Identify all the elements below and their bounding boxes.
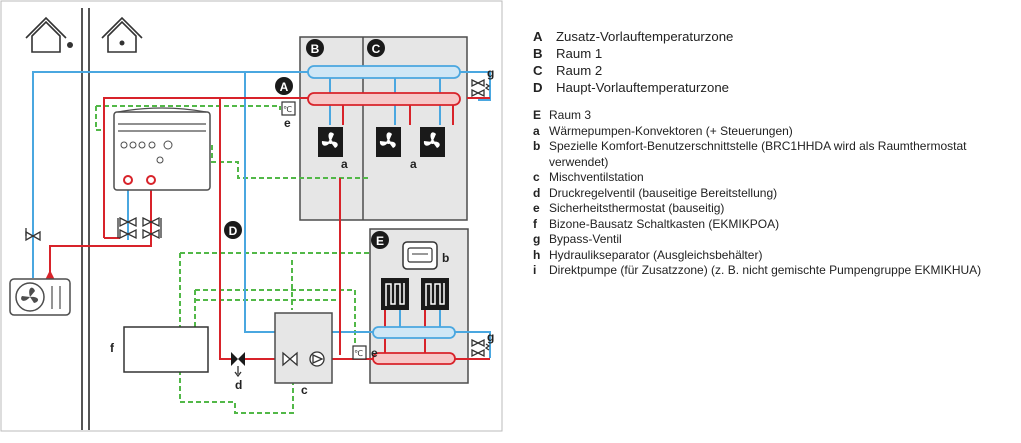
pump-icon [309, 351, 325, 367]
label-b: b [442, 251, 449, 265]
mixing-valve-icon [282, 351, 298, 367]
mixing-station-box [274, 312, 333, 384]
underfloor-loop-icon [381, 278, 409, 310]
house-icon [101, 16, 143, 53]
fan-convector-icon [318, 127, 343, 157]
zone-marker-c: C [367, 39, 385, 57]
zone-marker-a: A [275, 77, 293, 95]
return-manifold-bottom [372, 326, 456, 339]
svg-text:A: A [280, 80, 289, 94]
label-e1: e [284, 116, 291, 130]
heat-pump-icon [9, 278, 71, 316]
building-walls [81, 8, 90, 430]
fan-convector-icon [376, 127, 401, 157]
label-e2: e [371, 346, 378, 360]
valve-icon [142, 216, 162, 240]
underfloor-loop-icon [421, 278, 449, 310]
thermostat-icon: ℃ [281, 101, 296, 116]
return-manifold-top [307, 65, 461, 79]
fan-convector-icon [420, 127, 445, 157]
label-c: c [301, 383, 308, 397]
svg-text:E: E [376, 234, 384, 248]
label-g2: g [487, 330, 494, 344]
svg-text:C: C [372, 42, 381, 56]
svg-text:B: B [311, 42, 320, 56]
svg-text:D: D [229, 224, 238, 238]
label-f: f [110, 341, 115, 355]
thermostat-icon: ℃ [352, 345, 367, 360]
diagram-frame [0, 0, 503, 432]
bypass-valve-icon [471, 338, 491, 358]
svg-text:℃: ℃ [283, 105, 292, 114]
supply-pipes [42, 97, 490, 360]
zone-marker-e: E [371, 231, 389, 249]
pressure-valve-icon [231, 352, 245, 378]
label-d: d [235, 378, 242, 392]
hydraulic-diagram: a a [0, 0, 503, 432]
supply-manifold-top [307, 92, 461, 106]
comfort-interface-icon [402, 241, 438, 270]
supply-manifold-bottom [372, 352, 456, 365]
label-g1: g [487, 66, 494, 80]
valve-icon [117, 216, 137, 240]
bizone-switch-box [123, 326, 209, 373]
zone-marker-d: D [224, 221, 242, 239]
valve-icon [25, 228, 41, 242]
indoor-unit [113, 107, 211, 191]
svg-text:℃: ℃ [354, 349, 363, 358]
house-icon [25, 16, 73, 53]
label-a1: a [341, 157, 348, 171]
label-a2: a [410, 157, 417, 171]
bypass-valve-icon [471, 78, 491, 98]
zone-marker-b: B [306, 39, 324, 57]
